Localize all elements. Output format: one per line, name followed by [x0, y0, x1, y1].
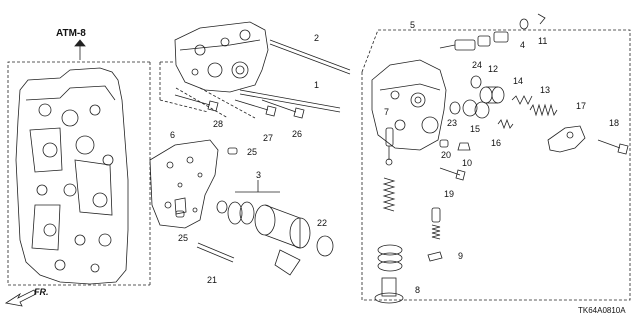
callout-25-upper[interactable]: 25	[247, 147, 258, 157]
direction-label: FR.	[34, 287, 49, 297]
bolt-icon	[457, 142, 471, 151]
callout-12[interactable]: 12	[488, 64, 499, 74]
bolt-icon	[439, 167, 466, 181]
callout-28[interactable]: 28	[213, 119, 224, 129]
callout-1[interactable]: 1	[314, 80, 320, 90]
piston-icon	[374, 277, 404, 304]
callout-2[interactable]: 2	[314, 33, 320, 43]
callout-17[interactable]: 17	[576, 101, 587, 111]
bolt-icon	[174, 94, 305, 119]
filter-icon	[439, 139, 449, 148]
reference-frame	[7, 61, 150, 286]
leader-lines	[159, 61, 256, 119]
callout-16[interactable]: 16	[491, 138, 502, 148]
callout-18[interactable]: 18	[609, 118, 620, 128]
bolt-icon	[597, 139, 629, 155]
callout-11[interactable]: 11	[538, 36, 548, 46]
right-valve-body-icon	[371, 59, 447, 151]
accumulator-assembly-icon	[216, 200, 311, 276]
assembly-frame	[361, 29, 631, 301]
diagram-code: TK64A0810A	[578, 306, 626, 315]
callout-20[interactable]: 20	[441, 150, 452, 160]
spring-seat-icon	[377, 244, 403, 272]
callout-27[interactable]: 27	[263, 133, 274, 143]
o-ring-icon	[449, 101, 461, 115]
callout-22[interactable]: 22	[317, 218, 328, 228]
lever-icon	[547, 125, 586, 153]
o-ring-icon	[316, 235, 334, 257]
callout-25-lower[interactable]: 25	[178, 233, 189, 243]
callout-8[interactable]: 8	[415, 285, 421, 295]
reference-arrow	[74, 39, 86, 60]
separator-plate-icon	[149, 139, 219, 229]
washer-icon	[470, 75, 482, 89]
callout-6[interactable]: 6	[170, 130, 176, 140]
callout-26[interactable]: 26	[292, 129, 303, 139]
callout-14[interactable]: 14	[513, 76, 524, 86]
callout-9[interactable]: 9	[458, 251, 464, 261]
callout-23[interactable]: 23	[447, 118, 458, 128]
front-direction-arrow	[4, 289, 37, 307]
spool-valve-icon	[439, 31, 509, 51]
dowel-pin-icon	[175, 147, 238, 218]
callout-4[interactable]: 4	[520, 40, 526, 50]
callout-24[interactable]: 24	[472, 60, 483, 70]
callout-15[interactable]: 15	[470, 124, 481, 134]
clip-icon	[537, 13, 546, 25]
callout-10[interactable]: 10	[462, 158, 473, 168]
spring-icon	[497, 95, 558, 130]
plug-icon	[519, 18, 529, 30]
callout-19[interactable]: 19	[444, 189, 455, 199]
long-pin-icon	[239, 39, 351, 113]
callout-7[interactable]: 7	[384, 107, 390, 117]
main-valve-body-icon	[15, 67, 129, 285]
shift-spool-icon	[385, 127, 394, 166]
reference-label[interactable]: ATM-8	[56, 28, 86, 39]
plug-icon	[431, 207, 441, 223]
middle-valve-body-icon	[174, 21, 269, 93]
callout-3[interactable]: 3	[256, 170, 262, 180]
clip-icon	[427, 251, 443, 262]
callout-13[interactable]: 13	[540, 85, 551, 95]
pin-icon	[196, 242, 235, 263]
valve-sleeve-icon	[462, 86, 505, 119]
callout-5[interactable]: 5	[410, 20, 416, 30]
spring-icon	[382, 177, 441, 240]
callout-21[interactable]: 21	[207, 275, 218, 285]
